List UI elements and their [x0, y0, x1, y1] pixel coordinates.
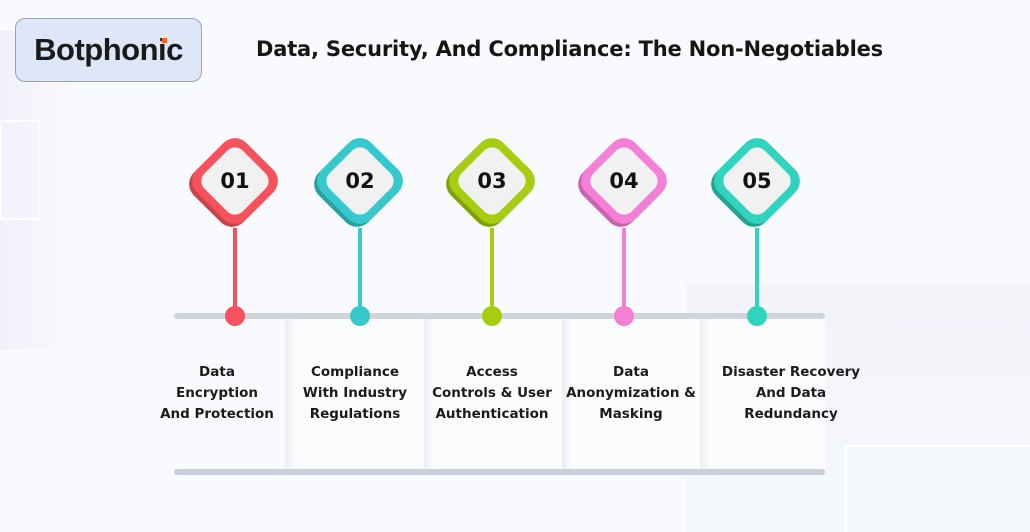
brand-logo: Botphonic — [15, 18, 202, 82]
step-stem — [490, 228, 494, 316]
step-label-05: Disaster Recovery And Data Redundancy — [721, 364, 861, 422]
step-label-03: Access Controls & User Authentication — [432, 364, 552, 422]
step-diamond: 03 — [439, 128, 545, 234]
step-stem — [233, 228, 237, 316]
logo-text: Botphonic — [34, 32, 183, 67]
timeline-dot — [747, 306, 767, 326]
step-diamond: 05 — [704, 128, 810, 234]
page-title: Data, Security, And Compliance: The Non-… — [256, 37, 883, 61]
column-panel — [700, 319, 825, 469]
timeline-dot — [614, 306, 634, 326]
step-number: 03 — [477, 169, 507, 193]
step-diamond: 02 — [307, 128, 413, 234]
background-decoration — [845, 445, 1030, 532]
step-number: 01 — [220, 169, 250, 193]
step-label-02: Compliance With Industry Regulations — [302, 364, 408, 422]
timeline-rail-bottom — [174, 469, 825, 475]
step-number: 05 — [742, 169, 772, 193]
step-diamond: 01 — [182, 128, 288, 234]
step-stem — [755, 228, 759, 316]
timeline-dot — [225, 306, 245, 326]
timeline-dot — [482, 306, 502, 326]
column-panel — [424, 319, 562, 469]
step-number: 04 — [609, 169, 639, 193]
column-panel — [285, 319, 424, 469]
step-stem — [622, 228, 626, 316]
step-diamond: 04 — [571, 128, 677, 234]
logo-accent-dot — [161, 38, 167, 43]
timeline-dot — [350, 306, 370, 326]
step-label-04: Data Anonymization & Masking — [566, 364, 696, 422]
step-label-01: Data Encryption And Protection — [160, 364, 274, 422]
background-decoration — [0, 120, 40, 220]
column-panel — [562, 319, 700, 469]
step-stem — [358, 228, 362, 316]
step-number: 02 — [345, 169, 375, 193]
